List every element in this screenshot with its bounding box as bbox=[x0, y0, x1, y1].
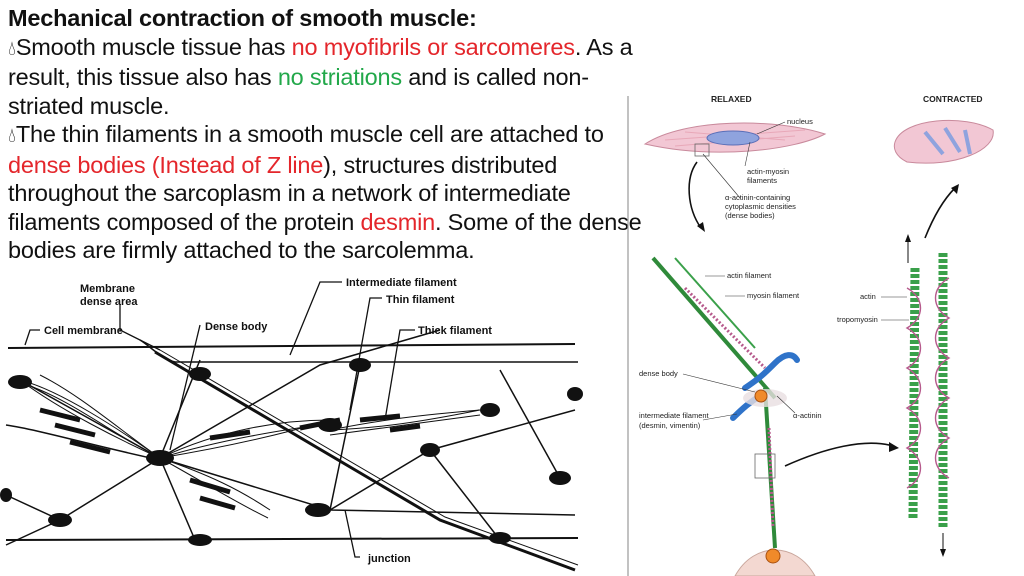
label-thin-filament: Thin filament bbox=[386, 294, 455, 306]
label-membrane-dense-area-2: dense area bbox=[80, 296, 138, 308]
label-nucleus: nucleus bbox=[787, 117, 813, 126]
label-membrane-dense-area-1: Membrane bbox=[80, 283, 135, 295]
label-actin: actin bbox=[860, 292, 876, 301]
label-myosin-filament: myosin filament bbox=[747, 291, 800, 300]
p1-highlight-no-striations: no striations bbox=[277, 64, 402, 90]
label-contracted: CONTRACTED bbox=[923, 94, 983, 104]
p2-text-c: ), structures distributed throughout the… bbox=[8, 151, 571, 235]
label-junction: junction bbox=[367, 553, 411, 565]
p2-highlight-dense-bodies: dense bodies (Instead of Z line bbox=[8, 151, 324, 178]
label-alpha-actinin-3: (dense bodies) bbox=[725, 211, 775, 220]
water-drop-icon: 💧︎ bbox=[8, 125, 16, 147]
paragraph-1: 💧︎Smooth muscle tissue has no myofibrils… bbox=[8, 33, 648, 121]
label-actin-myosin-1: actin-myosin bbox=[747, 167, 789, 176]
p2-text-e: . Some of the dense bodies are firmly at… bbox=[8, 208, 642, 264]
label-alpha-actinin: α-actinin bbox=[793, 411, 822, 420]
cell-membrane-top bbox=[7, 343, 576, 349]
label-actin-filament: actin filament bbox=[727, 271, 772, 280]
label-intermediate-filament: Intermediate filament bbox=[346, 277, 457, 289]
dense-bodies bbox=[0, 358, 583, 546]
slide-text: Mechanical contraction of smooth muscle:… bbox=[8, 4, 648, 265]
smooth-muscle-network-diagram: Membrane dense area Cell membrane Dense … bbox=[0, 277, 583, 572]
label-alpha-actinin-2: cytoplasmic densities bbox=[725, 202, 796, 211]
p1-highlight-no-myofibrils: no myofibrils or sarcomeres bbox=[291, 33, 575, 60]
p2-text-a: The thin filaments in a smooth muscle ce… bbox=[15, 121, 604, 147]
relaxed-contracted-diagram: RELAXED CONTRACTED nucleus actin-myosin … bbox=[627, 94, 994, 576]
water-drop-icon: 💧︎ bbox=[8, 37, 16, 60]
label-actin-myosin-2: filaments bbox=[747, 176, 777, 185]
label-intermediate-filament-right-2: (desmin, vimentin) bbox=[639, 421, 701, 430]
label-thick-filament: Thick filament bbox=[418, 325, 492, 337]
cell-membrane-bottom bbox=[5, 537, 579, 541]
label-dense-body-right: dense body bbox=[639, 369, 678, 378]
relaxed-cell bbox=[643, 122, 827, 157]
p1-text-e: and is called non-striated muscle. bbox=[8, 64, 589, 119]
p1-text-c: . As a result, this tissue also has bbox=[8, 33, 633, 91]
slide-title: Mechanical contraction of smooth muscle: bbox=[8, 5, 477, 31]
label-intermediate-filament-right-1: intermediate filament bbox=[639, 411, 710, 420]
label-tropomyosin: tropomyosin bbox=[837, 315, 878, 324]
paragraph-2: 💧︎The thin filaments in a smooth muscle … bbox=[8, 120, 648, 265]
contracted-cell bbox=[893, 119, 994, 164]
label-alpha-actinin-1: α-actinin-containing bbox=[725, 193, 790, 202]
label-cell-membrane: Cell membrane bbox=[44, 325, 123, 337]
relaxed-filament-assembly bbox=[651, 256, 816, 576]
p1-text-a: Smooth muscle tissue has bbox=[15, 33, 292, 60]
p2-highlight-desmin: desmin bbox=[360, 208, 435, 235]
label-relaxed: RELAXED bbox=[711, 94, 752, 104]
label-dense-body: Dense body bbox=[205, 321, 268, 333]
contracted-filament-detail bbox=[905, 234, 951, 557]
